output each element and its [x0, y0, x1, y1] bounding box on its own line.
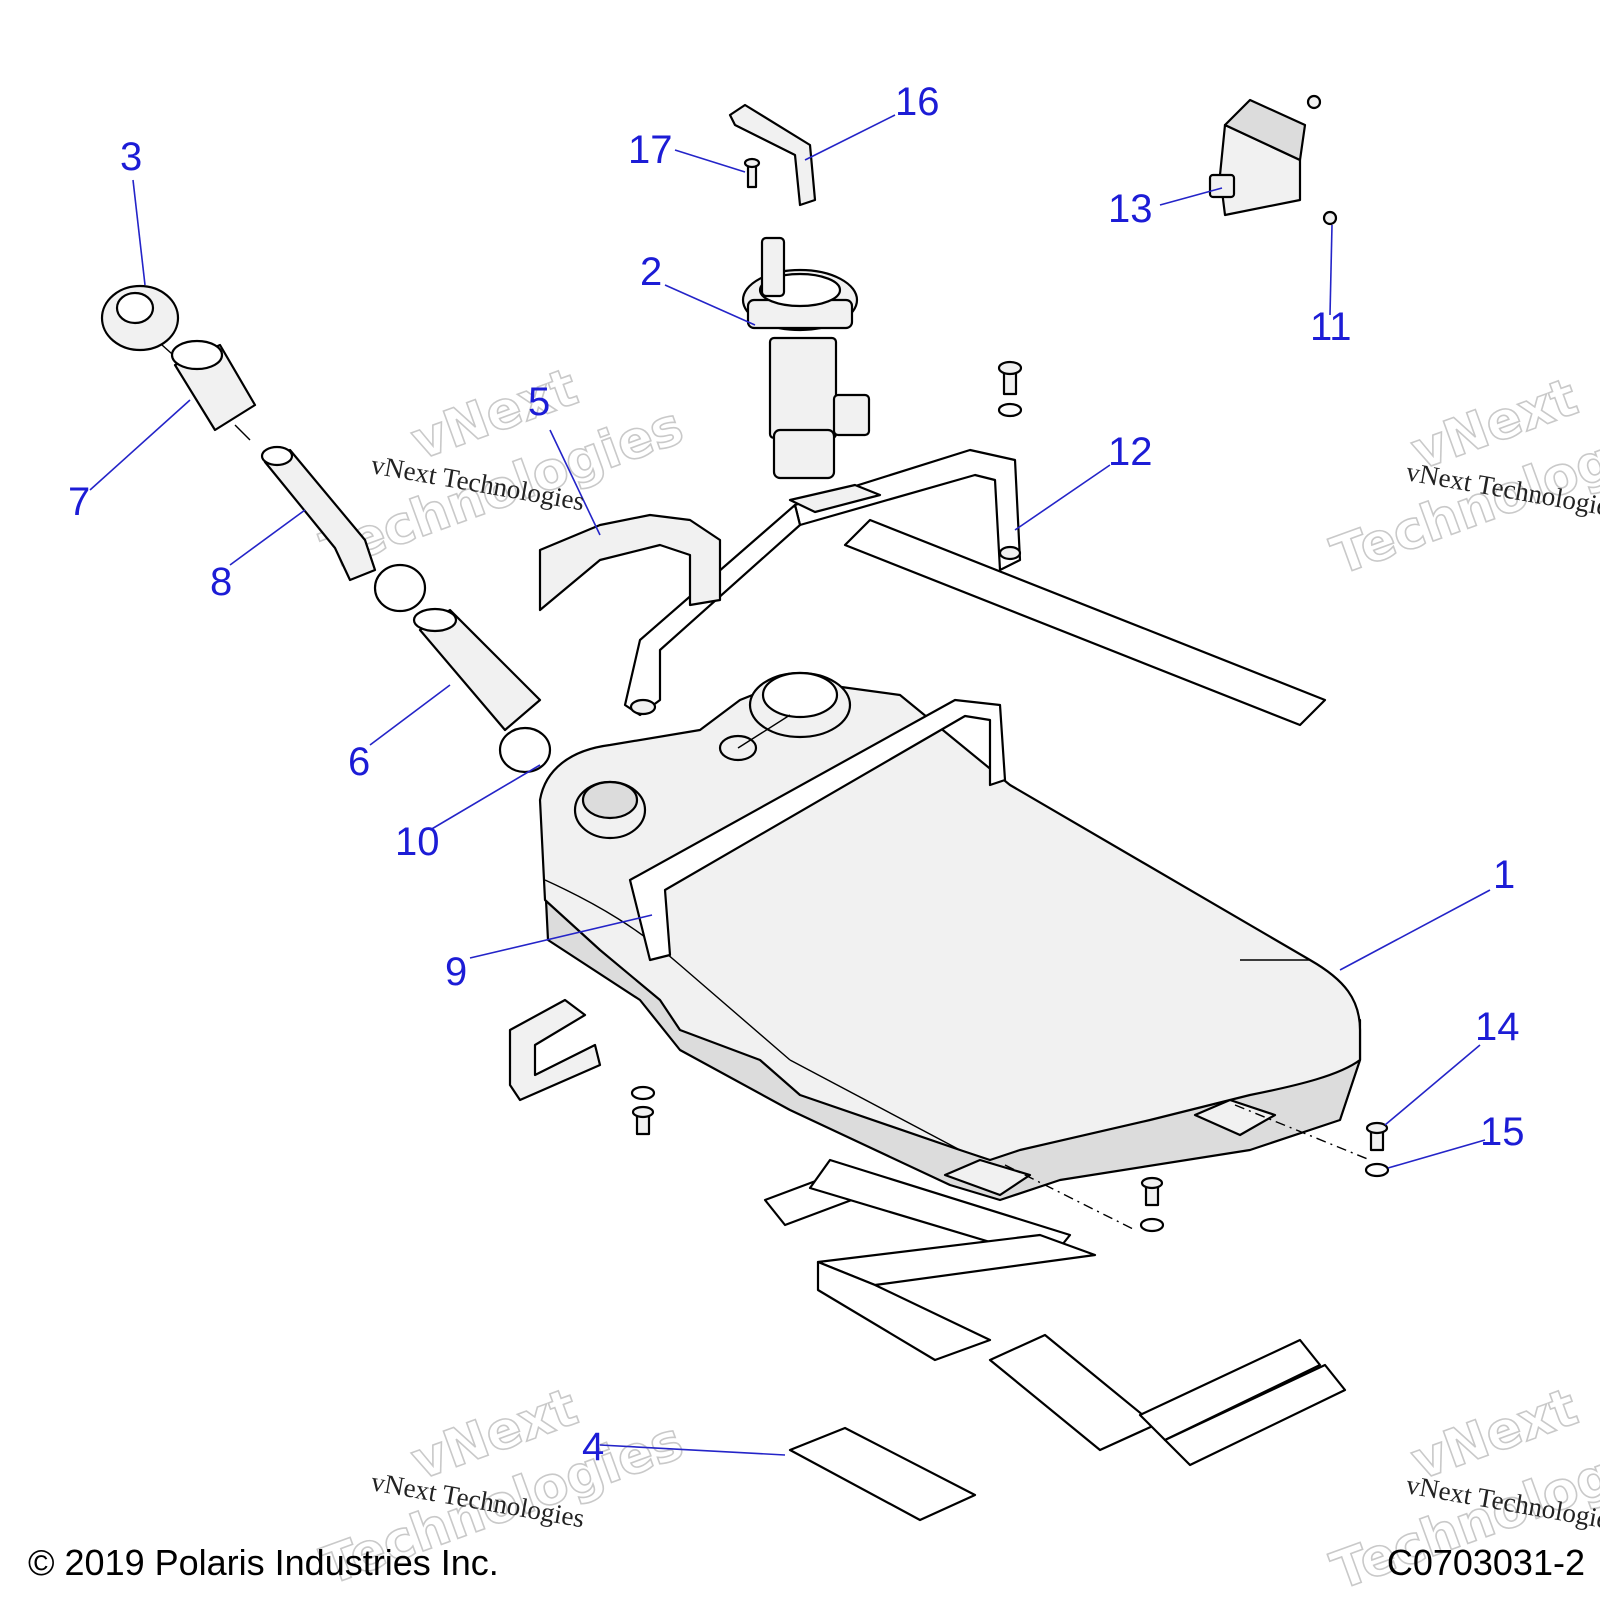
- drawing-number: C0703031-2: [1387, 1542, 1585, 1583]
- filler-neck: [170, 339, 257, 441]
- callout-4: 4: [582, 1425, 604, 1469]
- control-module: [1208, 94, 1338, 226]
- support-bar: [623, 448, 1327, 727]
- callout-2: 2: [640, 250, 662, 294]
- fuel-pump: [741, 236, 882, 514]
- callout-1: 1: [1493, 853, 1515, 897]
- callout-labels: 1 2 3 4 5 6 7 8 9 10 11 12 13 14 15 16 1…: [68, 80, 1525, 1469]
- callout-17: 17: [628, 128, 673, 172]
- fuel-cap: [100, 284, 191, 371]
- callout-7: 7: [68, 480, 90, 524]
- fasteners: [630, 360, 1390, 1233]
- filler-tube: [260, 445, 377, 582]
- callout-14: 14: [1475, 1005, 1520, 1049]
- pump-bracket: [728, 103, 817, 207]
- heat-shield: [538, 513, 722, 612]
- callout-5: 5: [528, 380, 550, 424]
- fuel-tank: [538, 671, 1371, 1231]
- callout-12: 12: [1108, 430, 1153, 474]
- callout-11: 11: [1310, 305, 1352, 349]
- callout-16: 16: [895, 80, 940, 124]
- leader-lines: [89, 114, 1491, 1456]
- callout-3: 3: [120, 135, 142, 179]
- callout-9: 9: [445, 950, 467, 994]
- callout-15: 15: [1480, 1110, 1525, 1154]
- copyright-text: © 2019 Polaris Industries Inc.: [28, 1542, 499, 1583]
- callout-6: 6: [348, 740, 370, 784]
- callout-8: 8: [210, 560, 232, 604]
- hose: [412, 607, 542, 732]
- hose-clamps: [373, 563, 552, 774]
- insulation-pads: [763, 1158, 1347, 1522]
- lower-bracket: [508, 998, 602, 1102]
- callout-13: 13: [1108, 187, 1153, 231]
- callout-10: 10: [395, 820, 440, 864]
